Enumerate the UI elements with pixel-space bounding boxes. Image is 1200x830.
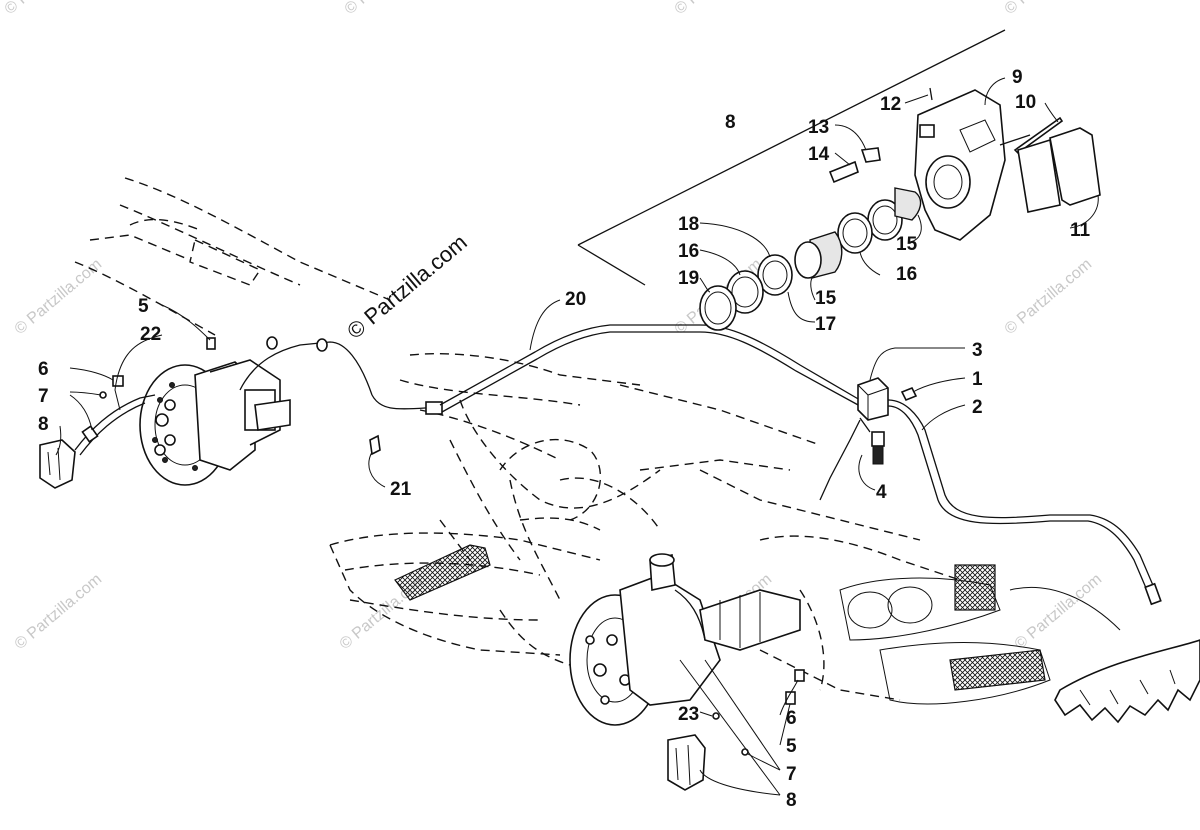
- callout-3: 3: [972, 340, 983, 361]
- watermark-text: © Partzilla.com: [2, 0, 96, 18]
- pin-10: [1013, 116, 1064, 155]
- caliper-exploded-view: [577, 29, 1101, 331]
- bolt-5-rear: [206, 337, 216, 350]
- brake-light-switch: [859, 417, 885, 465]
- bolt-6-front: [794, 669, 805, 682]
- callout-labels: 5 22 6 7 8 21 20 3 1 2 4 23 6 5 7 8 8 9 …: [38, 67, 1091, 811]
- callout-15-bottom: 15: [815, 288, 837, 309]
- callout-16-left: 16: [678, 241, 699, 262]
- callout-12: 12: [880, 94, 901, 115]
- watermark-text: © Partzilla.com: [672, 0, 766, 18]
- front-tire: [1054, 639, 1200, 724]
- rear-hub-assembly: [139, 336, 373, 486]
- washer-23: [712, 712, 720, 720]
- callout-22: 22: [140, 324, 161, 345]
- watermark-text: © Partzilla.com: [12, 571, 106, 653]
- bolt-5-front: [785, 691, 796, 705]
- callout-23: 23: [678, 704, 699, 725]
- junction-block: [857, 377, 918, 421]
- brake-line-master: [819, 419, 861, 501]
- callout-4: 4: [876, 482, 887, 503]
- callout-5-rear: 5: [138, 296, 149, 317]
- piston-top: [894, 187, 922, 221]
- callout-20: 20: [565, 289, 586, 310]
- callout-9: 9: [1012, 67, 1023, 88]
- brake-line-2: [887, 399, 1156, 591]
- leader-lines: [55, 77, 1099, 796]
- callout-7-front: 7: [786, 764, 797, 785]
- watermark-text: © Partzilla.com: [1002, 0, 1096, 18]
- callout-1: 1: [972, 369, 983, 390]
- callout-6-rear: 6: [38, 359, 49, 380]
- callout-6-front: 6: [786, 708, 797, 729]
- watermark-text: © Partzilla.com: [1012, 571, 1106, 653]
- callout-18: 18: [678, 214, 699, 235]
- callout-11: 11: [1070, 220, 1091, 241]
- bracket-13: [860, 147, 881, 163]
- rear-caliper: [39, 394, 156, 489]
- callout-19: 19: [678, 268, 699, 289]
- brake-pad-11b: [1049, 127, 1101, 206]
- footrest-grate: [394, 544, 491, 601]
- watermark-text: © Partzilla.com: [1002, 256, 1096, 338]
- callout-8-rear: 8: [38, 414, 49, 435]
- atv-frame-outline: [74, 177, 961, 701]
- callout-2: 2: [972, 397, 983, 418]
- bolt-1: [900, 386, 918, 402]
- partzilla-watermark: © Partzilla.com: [342, 229, 472, 343]
- faint-watermarks: © Partzilla.com © Partzilla.com © Partzi…: [2, 0, 1106, 653]
- front-fascia: [839, 564, 1121, 705]
- callout-5-front: 5: [786, 736, 797, 757]
- brake-hose-fitting: [425, 401, 443, 415]
- callout-13: 13: [808, 117, 829, 138]
- front-hub-assembly: [569, 553, 801, 726]
- bleeder-14: [828, 160, 859, 184]
- callout-8-caliper: 8: [725, 112, 736, 133]
- callout-10: 10: [1015, 92, 1036, 113]
- callout-8-front: 8: [786, 790, 797, 811]
- callout-15-top: 15: [896, 234, 918, 255]
- front-caliper: [667, 734, 706, 791]
- callout-21: 21: [390, 479, 412, 500]
- callout-7-rear: 7: [38, 386, 49, 407]
- brake-pad-11a: [1017, 138, 1061, 213]
- clip-21: [369, 434, 381, 456]
- bolt-6-rear: [112, 375, 124, 387]
- brake-line-20: [439, 324, 861, 406]
- callout-17: 17: [815, 314, 836, 335]
- callout-14: 14: [808, 144, 830, 165]
- watermark-text: © Partzilla.com: [342, 0, 436, 18]
- callout-16-right: 16: [896, 264, 917, 285]
